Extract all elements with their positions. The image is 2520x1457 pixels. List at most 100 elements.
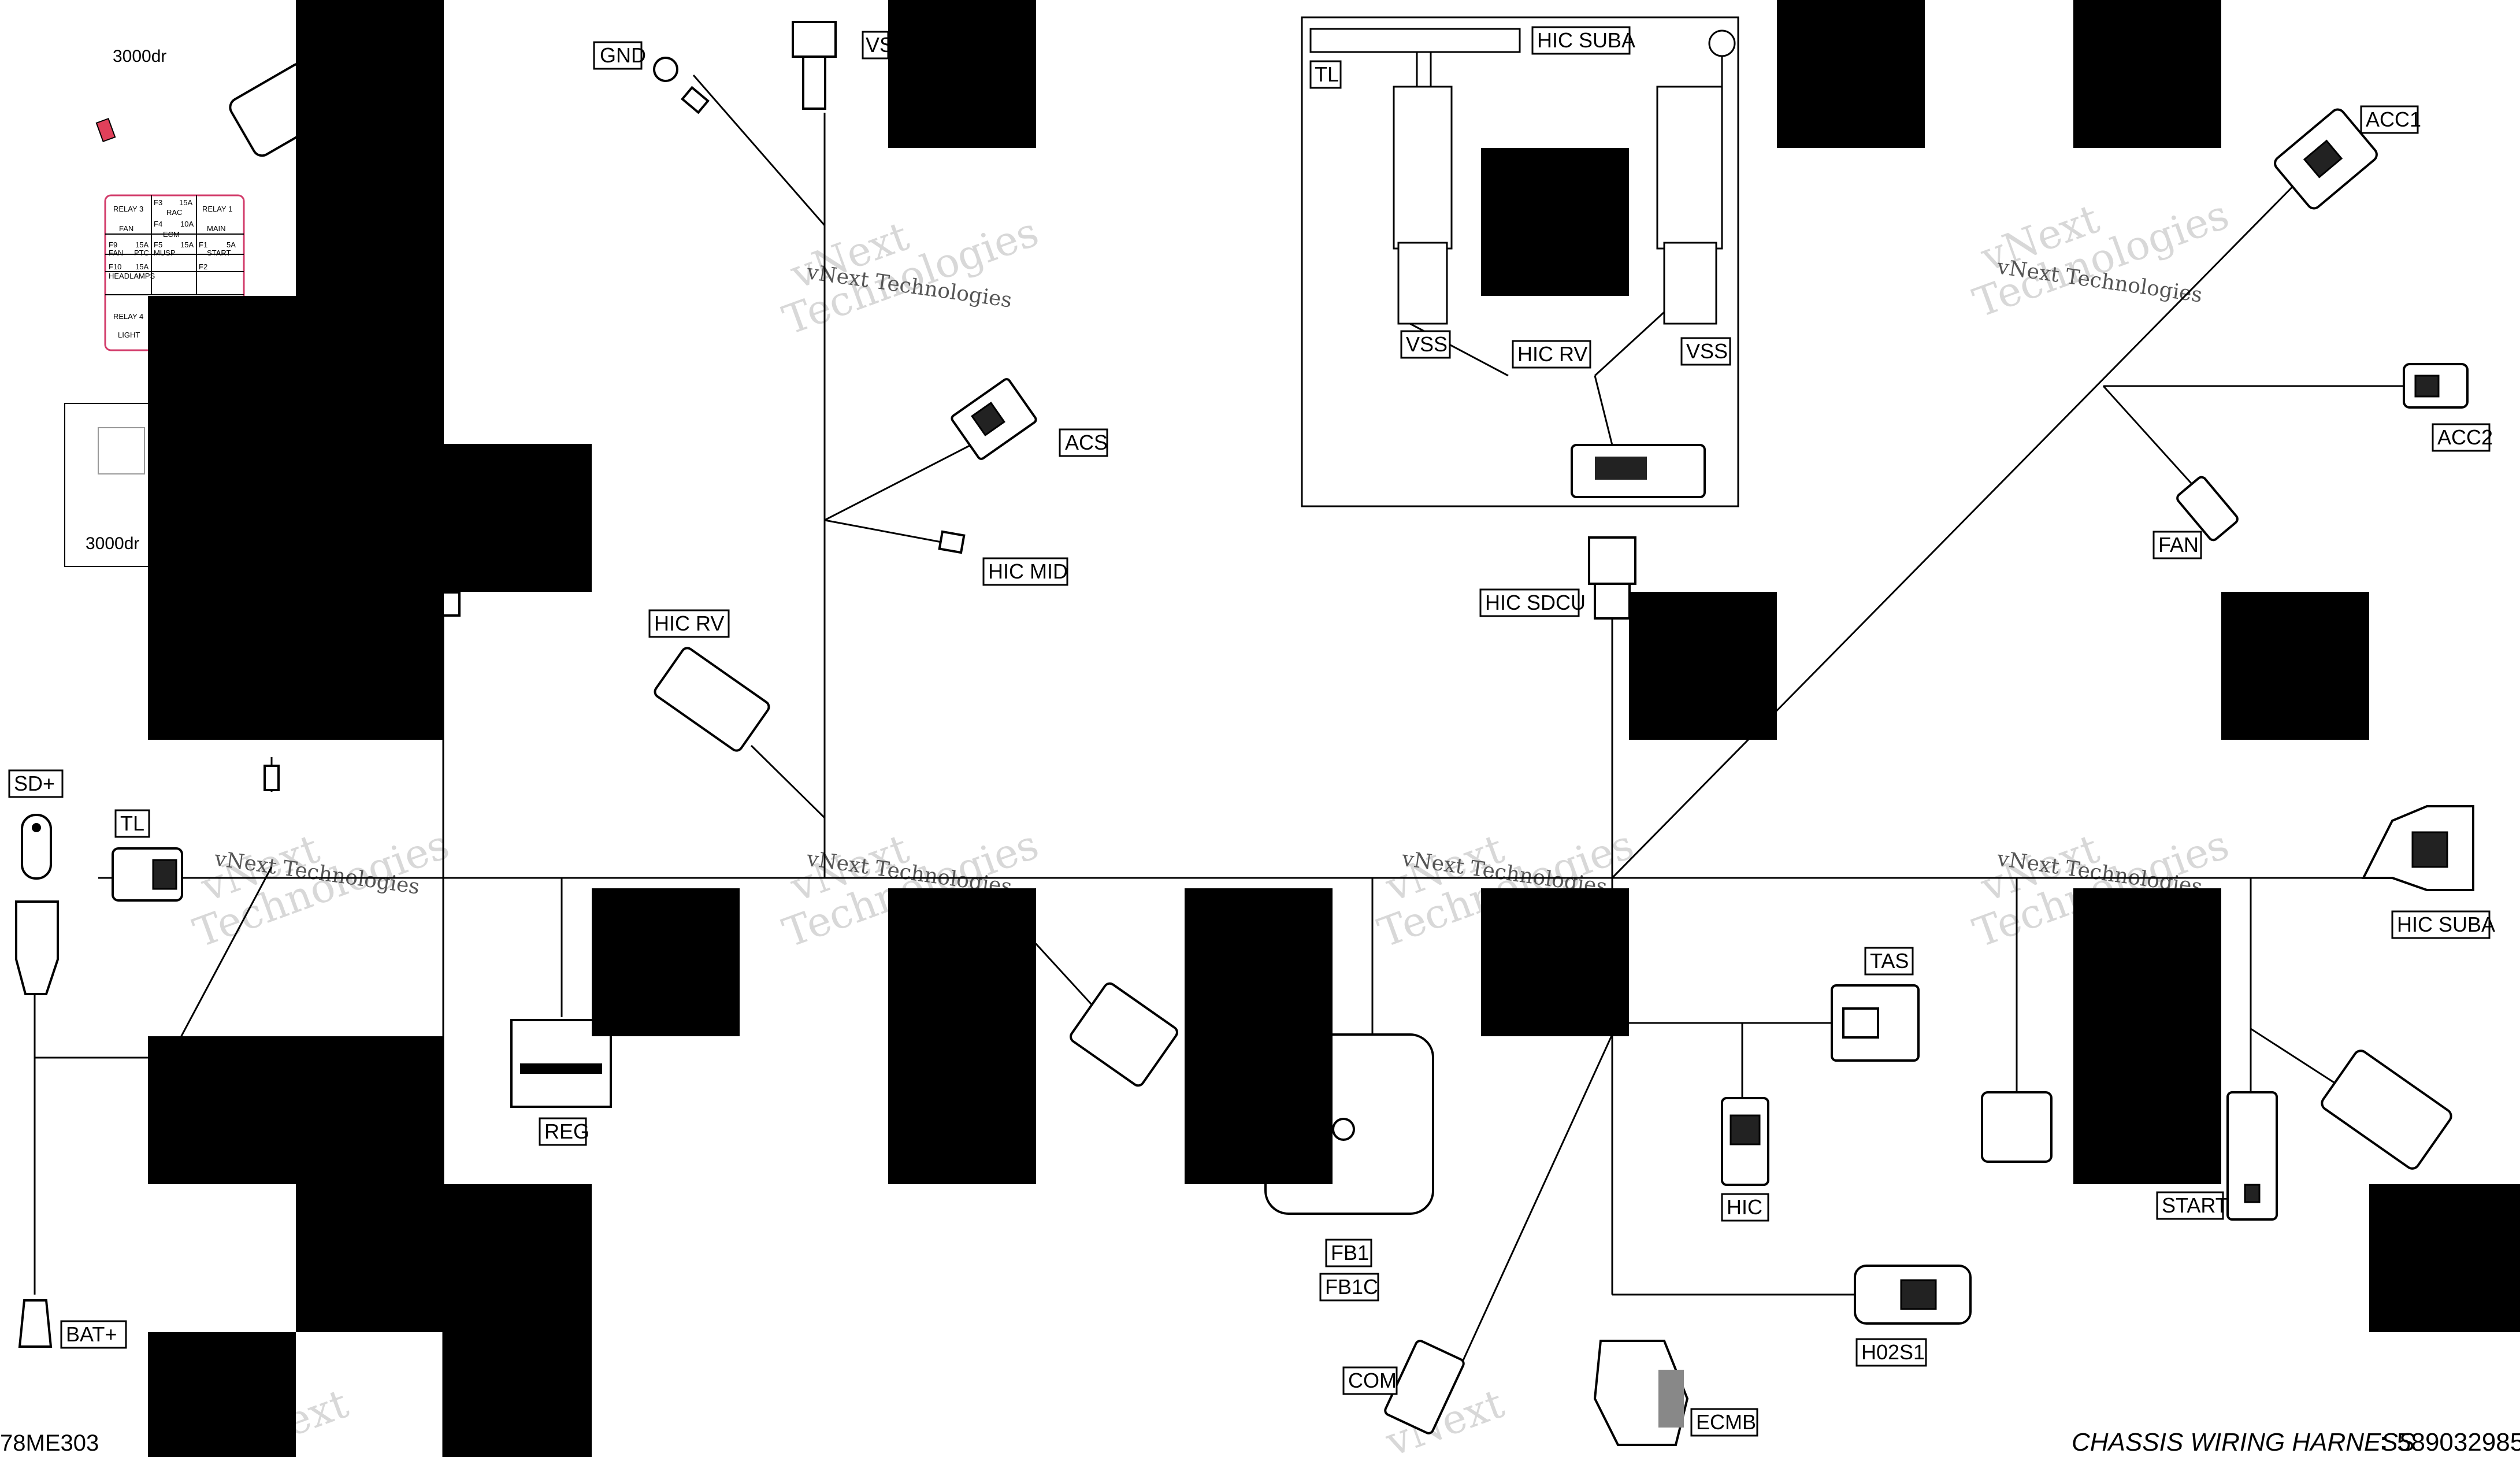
svg-text:BAT+: BAT+: [66, 1322, 117, 1346]
svg-text:HIC RV: HIC RV: [654, 611, 724, 635]
fuse-cell: RELAY 4: [113, 312, 143, 321]
label-fb1c: FB1C: [1319, 1273, 1379, 1302]
svg-text:VSS: VSS: [1406, 332, 1448, 356]
fuse-box: 3000dr RELAY 3 F3 15A RELAY 1 FAN RAC MA…: [64, 47, 332, 567]
redaction-block: [148, 296, 444, 740]
fuse-cell: RAC: [166, 208, 182, 217]
redaction-block: [1481, 148, 1629, 296]
redaction-block: [1777, 0, 1925, 148]
svg-text:TAS: TAS: [1870, 949, 1909, 973]
fuse-cell: FAN: [109, 249, 123, 257]
redaction-block: [1629, 592, 1777, 740]
label-hic-mid: HIC MID: [982, 557, 1068, 586]
label-h02s1: H02S1: [1855, 1338, 1927, 1367]
svg-text:ACC2: ACC2: [2437, 425, 2493, 449]
fuse-cell: F5: [154, 240, 162, 249]
title-block: CHASSIS WIRING HARNESS : 589032985: [2072, 1427, 2520, 1456]
svg-text:VSS: VSS: [866, 33, 907, 57]
fuse-cell: F4: [154, 220, 162, 228]
label-acc2: ACC2: [2432, 423, 2493, 452]
fuse-cell: LIGHT: [118, 331, 140, 339]
label-inset-vss-right: VSS: [1680, 337, 1731, 366]
connector-icon: [2226, 1091, 2278, 1221]
connector-labels: GND VSS ACS HIC MID HIC RV SD+ TL BAT+ R…: [8, 26, 2495, 1437]
redaction-block: [444, 1332, 592, 1457]
fuse-cell: 5A: [227, 240, 236, 249]
label-com: COM: [1342, 1366, 1398, 1395]
svg-text:FB1C: FB1C: [1325, 1275, 1378, 1299]
redaction-block: [2073, 0, 2221, 148]
connector-body: [1393, 86, 1453, 250]
svg-text:START: START: [2162, 1193, 2228, 1217]
label-inset-vss-left: VSS: [1400, 330, 1451, 359]
redaction-block: [1481, 888, 1629, 1036]
part-number: 589032985: [2397, 1428, 2520, 1456]
title-prefix: CHASSIS WIRING HARNESS: [2072, 1428, 2415, 1456]
label-hic-sdcu: HIC SDCU: [1479, 588, 1586, 617]
fuse-cell: START: [207, 249, 231, 257]
connector-icon: [1981, 1091, 2053, 1163]
label-ecmb: ECMB: [1690, 1408, 1758, 1437]
fuse-cell: F3: [154, 198, 162, 207]
redaction-block: [444, 444, 592, 592]
svg-text:VSS: VSS: [1686, 339, 1728, 363]
fuse-cell: 15A: [180, 240, 194, 249]
connector-body: [1656, 86, 1723, 250]
terminal-icon: [18, 1299, 53, 1348]
label-fb1: FB1: [1325, 1239, 1372, 1267]
wires: [34, 75, 2404, 1457]
fuse-cell: HEADLAMPS: [109, 272, 155, 280]
connector-icon: [441, 591, 461, 617]
connector-icon: [2321, 1050, 2452, 1170]
label-acs: ACS: [1059, 428, 1108, 457]
fuse-cell: PTC: [134, 249, 149, 257]
terminal-icon: [21, 814, 52, 880]
connector-icon: [1588, 536, 1636, 585]
ring-terminal-icon: [653, 57, 678, 82]
label-hic-suba: HIC SUBA: [2391, 910, 2495, 939]
fuse-icon: [95, 117, 116, 143]
fuse-cell: FAN: [119, 224, 133, 233]
title-separator: :: [2380, 1427, 2388, 1455]
redaction-block: [148, 1036, 444, 1184]
svg-text:FAN: FAN: [2158, 533, 2199, 557]
label-tl: TL: [114, 809, 150, 838]
label-sd-plus: SD+: [8, 769, 64, 798]
fuse-cell: RELAY 1: [202, 205, 232, 213]
svg-text:H02S1: H02S1: [1861, 1340, 1925, 1364]
label-tas: TAS: [1864, 947, 1914, 976]
svg-text:HIC SUBA: HIC SUBA: [2397, 913, 2495, 936]
fuse-cell: RELAY 3: [113, 205, 143, 213]
svg-text:FB1: FB1: [1331, 1241, 1369, 1265]
redaction-block: [148, 1332, 296, 1457]
connector-icon: [1384, 1340, 1465, 1434]
label-inset-hic-rv: HIC RV: [1512, 340, 1591, 369]
redaction-block: [2221, 592, 2369, 740]
svg-text:TL: TL: [120, 811, 144, 835]
fuse-cell: 10A: [180, 220, 194, 228]
fuse-cell: MUSP: [154, 249, 176, 257]
fuse-cell: F10: [109, 262, 121, 271]
label-inset-hic-suba: HIC SUBA: [1531, 26, 1635, 55]
fuse-cell: ECM: [163, 230, 180, 239]
connectors: [15, 21, 2474, 1446]
svg-text:TL: TL: [1315, 62, 1339, 86]
redactions: [148, 0, 2520, 1457]
redaction-block: [888, 888, 1036, 1184]
label-fan: FAN: [2152, 531, 2202, 559]
fuse-cell: 15A: [135, 240, 149, 249]
label-vss-top: VSS: [862, 31, 907, 60]
svg-text:ECMB: ECMB: [1696, 1410, 1756, 1434]
connector-icon: [1070, 982, 1178, 1087]
redaction-block: [2073, 888, 2221, 1184]
redaction-block: [296, 1184, 592, 1332]
redaction-block: [888, 0, 1036, 148]
connector-icon: [792, 21, 837, 58]
redaction-block: [1185, 888, 1333, 1184]
fuse-cell: F9: [109, 240, 117, 249]
drawing-code: 78ME303: [0, 1430, 99, 1456]
fuse-caption: 3000dr: [86, 534, 139, 553]
label-hic: HIC: [1721, 1193, 1769, 1222]
svg-text:REG: REG: [544, 1119, 589, 1143]
